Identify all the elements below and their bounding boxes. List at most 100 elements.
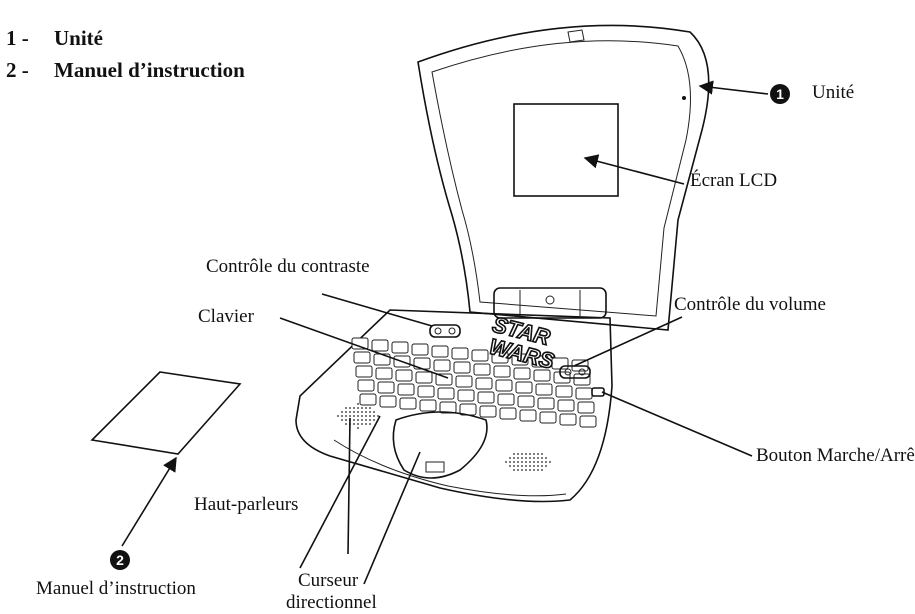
speaker-hole: [549, 461, 551, 463]
unit-label: Unité: [812, 82, 855, 103]
speaker-hole: [341, 415, 343, 417]
speaker-hole: [349, 411, 351, 413]
keyboard-key: [353, 351, 371, 364]
keyboard-key: [577, 401, 595, 414]
keyboard-key: [515, 381, 533, 394]
speaker-hole: [345, 423, 347, 425]
manual-badge: 2: [110, 550, 130, 570]
speaker-hole: [357, 411, 359, 413]
instruction-manual: [90, 371, 242, 455]
keyboard-key: [377, 381, 395, 394]
speaker-hole: [353, 407, 355, 409]
speaker-hole: [373, 419, 375, 421]
keyboard-key: [453, 361, 471, 374]
speaker-hole: [533, 453, 535, 455]
keyboard-key: [395, 369, 413, 382]
keyboard: [351, 337, 597, 428]
keyboard-key: [473, 363, 491, 376]
speaker-grille-left: [337, 403, 379, 429]
speaker-hole: [349, 407, 351, 409]
speaker-hole: [533, 457, 535, 459]
speaker-hole: [521, 461, 523, 463]
speaker-hole: [353, 423, 355, 425]
cursor-label-line1: Curseur: [298, 570, 359, 591]
speaker-hole: [537, 457, 539, 459]
speaker-hole: [533, 469, 535, 471]
speakers-label: Haut-parleurs: [194, 494, 299, 515]
speaker-hole: [353, 419, 355, 421]
keyboard-key: [573, 373, 591, 386]
leader-lines: [121, 80, 769, 585]
keyboard-key: [359, 393, 377, 406]
device-hinge: [493, 287, 607, 319]
speaker-hole: [529, 465, 531, 467]
keyboard-key: [457, 389, 475, 402]
keyboard-key: [533, 369, 551, 382]
speaker-hole: [349, 415, 351, 417]
speaker-hole: [521, 457, 523, 459]
speaker-hole: [541, 469, 543, 471]
device-base: [295, 309, 613, 503]
keyboard-key: [433, 359, 451, 372]
speaker-hole: [513, 457, 515, 459]
speaker-hole: [357, 407, 359, 409]
speaker-hole: [357, 423, 359, 425]
keyboard-key: [555, 385, 573, 398]
speaker-hole: [365, 407, 367, 409]
keyboard-key: [575, 387, 593, 400]
speaker-hole: [345, 407, 347, 409]
keyboard-label: Clavier: [198, 306, 254, 327]
unit-badge: 1: [770, 84, 790, 104]
keyboard-key: [415, 371, 433, 384]
speaker-hole: [533, 465, 535, 467]
keyboard-key: [491, 351, 509, 364]
keyboard-key: [437, 387, 455, 400]
keyboard-key: [417, 385, 435, 398]
speaker-hole: [369, 419, 371, 421]
keyboard-key: [455, 375, 473, 388]
speaker-hole: [509, 465, 511, 467]
speaker-hole: [525, 461, 527, 463]
keyboard-key: [497, 393, 515, 406]
speaker-hole: [529, 457, 531, 459]
speaker-hole: [373, 411, 375, 413]
speaker-hole: [369, 407, 371, 409]
keyboard-key: [557, 399, 575, 412]
keyboard-key: [517, 395, 535, 408]
speaker-hole: [521, 469, 523, 471]
speaker-hole: [365, 415, 367, 417]
keyboard-key: [391, 341, 409, 354]
keyboard-key: [531, 355, 549, 368]
speaker-hole: [365, 411, 367, 413]
speaker-hole: [357, 419, 359, 421]
speaker-hole: [529, 469, 531, 471]
contents-item-manual: 2 -Manuel d’instruction: [6, 58, 245, 82]
keyboard-key: [379, 395, 397, 408]
speaker-hole: [369, 415, 371, 417]
speaker-hole: [517, 465, 519, 467]
speaker-hole: [513, 453, 515, 455]
keyboard-key: [477, 391, 495, 404]
keyboard-key: [579, 415, 597, 428]
speaker-hole: [505, 461, 507, 463]
keyboard-key: [511, 353, 529, 366]
speaker-hole: [517, 461, 519, 463]
keyboard-key: [495, 379, 513, 392]
speaker-hole: [361, 411, 363, 413]
speaker-hole: [525, 469, 527, 471]
speaker-hole: [537, 465, 539, 467]
speaker-hole: [365, 423, 367, 425]
speaker-hole: [345, 415, 347, 417]
keyboard-key: [397, 383, 415, 396]
speaker-hole: [373, 415, 375, 417]
speaker-hole: [365, 419, 367, 421]
speaker-hole: [513, 465, 515, 467]
speaker-hole: [361, 419, 363, 421]
speaker-hole: [541, 453, 543, 455]
speaker-hole: [525, 453, 527, 455]
contents-item-unit: 1 -Unité: [6, 26, 103, 50]
speaker-hole: [537, 461, 539, 463]
speaker-hole: [509, 457, 511, 459]
speaker-hole: [369, 423, 371, 425]
brand-logo: STAR WARS: [486, 311, 558, 375]
